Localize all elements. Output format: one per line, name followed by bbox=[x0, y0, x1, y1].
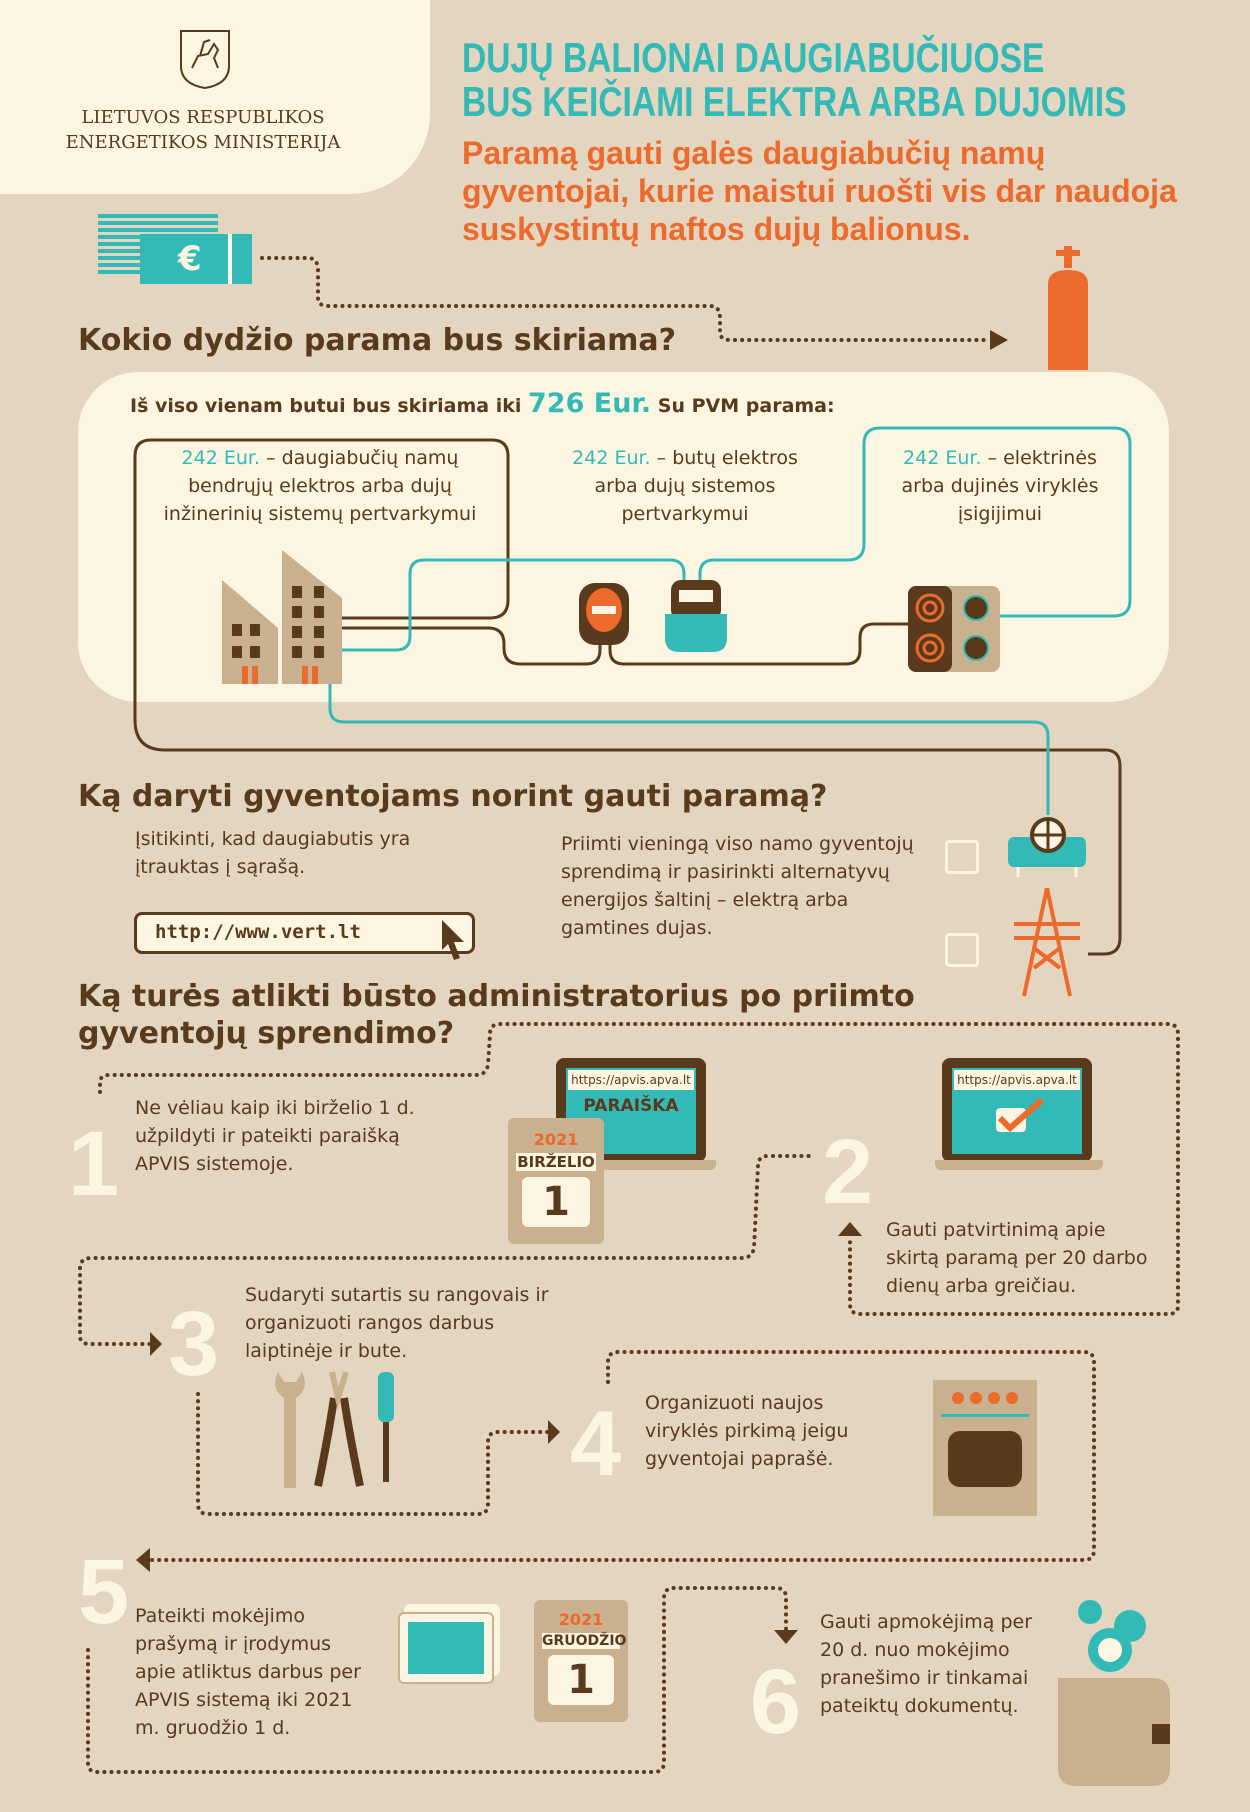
residents-step-check-list: Įsitikinti, kad daugiabutis yra įtraukta… bbox=[135, 828, 411, 878]
oven-icon bbox=[933, 1380, 1037, 1516]
calendar-day: 1 bbox=[548, 1655, 614, 1705]
ministry-name-line2: ENERGETIKOS MINISTERIJA bbox=[65, 132, 341, 153]
stove-top-icon bbox=[908, 586, 1000, 672]
ministry-name-line1: LIETUVOS RESPUBLIKOS bbox=[81, 107, 325, 128]
section-heading-admin-line1: Ką turės atlikti būsto administratorius … bbox=[78, 979, 915, 1014]
step-text-2: Gauti patvirtinimą apie skirtą paramą pe… bbox=[886, 1219, 1148, 1297]
item-amount: 242 Eur. bbox=[572, 447, 651, 469]
section-heading-support-amount: Kokio dydžio parama bus skiriama? bbox=[78, 323, 677, 358]
electricity-meter-icon bbox=[579, 583, 629, 645]
total-suffix: Su PVM parama: bbox=[657, 395, 835, 417]
euro-icon: € bbox=[140, 234, 252, 284]
calendar-june-icon: 2021 BIRŽELIO 1 bbox=[508, 1118, 604, 1244]
laptop2-url: https://apvis.apva.lt bbox=[954, 1070, 1080, 1090]
calendar-year: 2021 bbox=[533, 1130, 579, 1149]
calendar-month: GRUODŽIO bbox=[542, 1633, 627, 1649]
electricity-option-checkbox[interactable] bbox=[945, 933, 979, 967]
item-amount: 242 Eur. bbox=[181, 447, 260, 469]
item-amount: 242 Eur. bbox=[903, 447, 982, 469]
section-heading-admin-line2: gyventojų sprendimo? bbox=[78, 1016, 455, 1051]
mouse-cursor-icon bbox=[442, 920, 464, 960]
wallet-coins-icon bbox=[1058, 1600, 1170, 1786]
subtitle: Paramą gauti galės daugiabučių namų gyve… bbox=[462, 135, 1177, 247]
gas-cylinder-icon bbox=[1048, 246, 1088, 370]
gas-option-checkbox[interactable] bbox=[945, 840, 979, 874]
total-support-line: Iš viso vienam butui bus skiriama iki 72… bbox=[130, 390, 835, 420]
step-text-4: Organizuoti naujos viryklės pirkimą jeig… bbox=[645, 1392, 849, 1470]
checkmark-icon bbox=[996, 1097, 1044, 1133]
item-text: – daugiabučių namų bendrųjų elektros arb… bbox=[163, 447, 477, 525]
support-item-apartment: 242 Eur. – butų elektros arba dujų siste… bbox=[555, 444, 815, 528]
application-label: PARAIŠKA bbox=[583, 1096, 679, 1116]
step-number-2: 2 bbox=[822, 1121, 874, 1223]
step-number-1: 1 bbox=[68, 1113, 120, 1215]
support-item-stove: 242 Eur. – elektrinės arba dujinės viryk… bbox=[885, 444, 1115, 528]
total-prefix: Iš viso vienam butui bus skiriama iki bbox=[130, 395, 522, 417]
step-number-5: 5 bbox=[78, 1541, 130, 1643]
calendar-december-icon: 2021 GRUODŽIO 1 bbox=[534, 1600, 628, 1722]
step-number-6: 6 bbox=[750, 1651, 802, 1753]
step-text-1: Ne vėliau kaip iki birželio 1 d. užpildy… bbox=[135, 1097, 415, 1175]
apartment-building-icon bbox=[222, 550, 342, 684]
main-title-line2: BUS KEIČIAMI ELEKTRA ARBA DUJOMIS bbox=[462, 78, 1127, 125]
laptop1-url: https://apvis.apva.lt bbox=[568, 1070, 694, 1090]
calendar-year: 2021 bbox=[558, 1610, 604, 1629]
calendar-day: 1 bbox=[522, 1177, 590, 1227]
tools-icon bbox=[275, 1371, 394, 1488]
laptop1-base bbox=[540, 1160, 716, 1170]
gas-valve-icon bbox=[1008, 817, 1086, 877]
step-text-3: Sudaryti sutartis su rangovais ir organi… bbox=[245, 1284, 549, 1362]
vert-url-link[interactable]: http://www.vert.lt bbox=[134, 912, 475, 954]
main-title-line1: DUJŲ BALIONAI DAUGIABUČIUOSE bbox=[462, 34, 1045, 81]
support-item-building: 242 Eur. – daugiabučių namų bendrųjų ele… bbox=[150, 444, 490, 528]
residents-step-decision: Priimti vieningą viso namo gyventojų spr… bbox=[561, 833, 914, 939]
ministry-header bbox=[0, 0, 430, 194]
document-tablet-icon bbox=[398, 1612, 494, 1684]
step-number-4: 4 bbox=[570, 1393, 622, 1495]
total-amount: 726 Eur. bbox=[528, 388, 652, 419]
calendar-month: BIRŽELIO bbox=[516, 1153, 596, 1171]
item-text: – elektrinės arba dujinės viryklės įsigi… bbox=[901, 447, 1099, 525]
banknote-stripe bbox=[228, 234, 232, 284]
step-number-3: 3 bbox=[168, 1293, 220, 1395]
gas-meter-icon bbox=[665, 580, 727, 652]
coat-of-arms-icon bbox=[180, 30, 230, 90]
step-text-5: Pateikti mokėjimo prašymą ir įrodymus ap… bbox=[135, 1605, 361, 1739]
laptop2-base bbox=[935, 1160, 1103, 1170]
power-pylon-icon bbox=[1014, 888, 1080, 997]
step-text-6: Gauti apmokėjimą per 20 d. nuo mokėjimo … bbox=[820, 1611, 1033, 1717]
section-heading-residents: Ką daryti gyventojams norint gauti param… bbox=[78, 779, 828, 814]
item-text: – butų elektros arba dujų sistemos pertv… bbox=[594, 447, 798, 525]
